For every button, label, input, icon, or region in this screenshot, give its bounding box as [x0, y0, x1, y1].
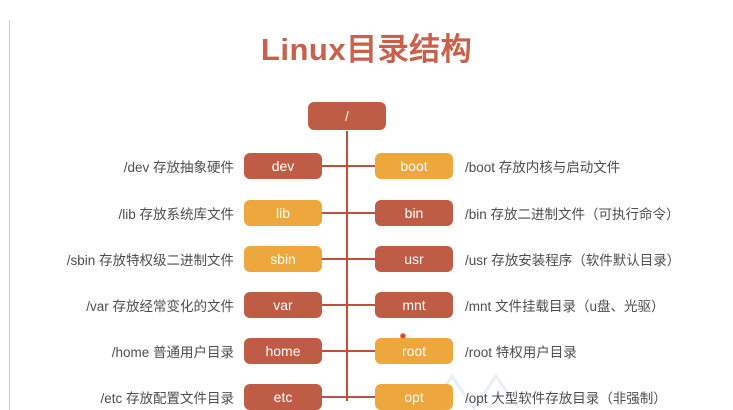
tree-trunk [346, 131, 348, 401]
branch-line-boot [347, 165, 375, 167]
desc-opt: /opt 大型软件存放目录（非强制） [465, 391, 667, 406]
tree-node-bin[interactable]: bin [375, 200, 453, 226]
tree-node-opt[interactable]: opt [375, 384, 453, 410]
pointer-dot-icon [400, 333, 406, 339]
desc-usr: /usr 存放安装程序（软件默认目录） [465, 253, 681, 268]
branch-line-opt [347, 396, 375, 398]
branch-line-mnt [347, 304, 375, 306]
branch-line-usr [347, 258, 375, 260]
desc-bin: /bin 存放二进制文件（可执行命令） [465, 207, 680, 222]
tree-node-var[interactable]: var [244, 292, 322, 318]
branch-line-dev [322, 165, 347, 167]
branch-line-var [322, 304, 347, 306]
desc-rootdir: /root 特权用户目录 [465, 345, 577, 360]
branch-line-bin [347, 212, 375, 214]
desc-boot: /boot 存放内核与启动文件 [465, 160, 621, 175]
tree-node-dev[interactable]: dev [244, 153, 322, 179]
tree-node-lib[interactable]: lib [244, 200, 322, 226]
desc-mnt: /mnt 文件挂载目录（u盘、光驱） [465, 299, 665, 314]
tree-node-boot[interactable]: boot [375, 153, 453, 179]
tree-node-home[interactable]: home [244, 338, 322, 364]
tree-node-root[interactable]: / [308, 102, 386, 130]
tree-node-mnt[interactable]: mnt [375, 292, 453, 318]
desc-sbin: /sbin 存放特权级二进制文件 [66, 253, 234, 268]
branch-line-lib [322, 212, 347, 214]
branch-line-sbin [322, 258, 347, 260]
desc-lib: /lib 存放系统库文件 [118, 207, 234, 222]
page-title: Linux目录结构 [260, 32, 473, 67]
desc-home: /home 普通用户目录 [111, 345, 234, 360]
tree-node-etc[interactable]: etc [244, 384, 322, 410]
tree-node-sbin[interactable]: sbin [244, 246, 322, 272]
branch-line-rootdir [347, 350, 375, 352]
tree-node-rootdir[interactable]: root [375, 338, 453, 364]
tree-node-usr[interactable]: usr [375, 246, 453, 272]
branch-line-etc [322, 396, 347, 398]
desc-var: /var 存放经常变化的文件 [86, 299, 234, 314]
branch-line-home [322, 350, 347, 352]
desc-etc: /etc 存放配置文件目录 [100, 391, 234, 406]
left-margin-rule [9, 20, 10, 410]
desc-dev: /dev 存放抽象硬件 [123, 160, 234, 175]
